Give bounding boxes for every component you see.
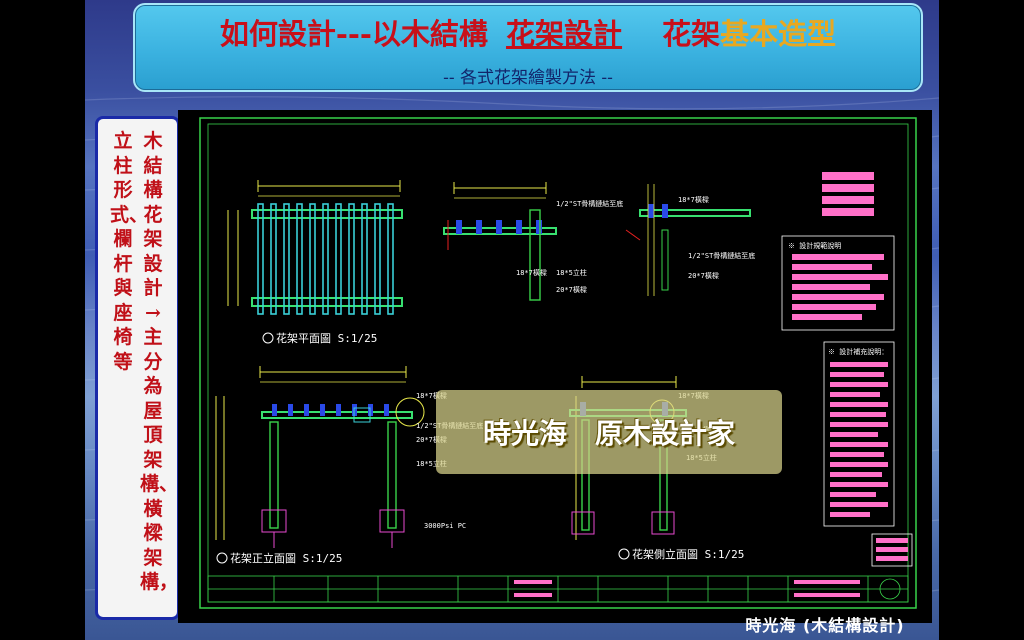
notes-box: ※ 設計補充說明： (823, 341, 913, 567)
side-text-column-2: 立柱形式、欄杆與座椅等 (110, 130, 149, 373)
side-elevation-label: 花架側立面圖 S:1/25 (632, 547, 744, 561)
front-note-3: 20*7橫樑 (416, 435, 447, 444)
page-subtitle: -- 各式花架繪製方法 -- (443, 68, 613, 88)
spec-box-title: ※ 設計規範說明 (788, 241, 841, 250)
page-title: 如何設計---以木結構 花架設計 花架基本造型 (135, 11, 921, 53)
watermark-box: 時光海 原木設計家 (436, 390, 782, 474)
section-note-1: 1/2"ST骨構鏈結至底 (556, 199, 623, 208)
section-note-2: 18*7橫樑 (516, 268, 547, 277)
plan-view-label: 花架平面圖 S:1/25 (276, 332, 377, 345)
front-note-5: 3000Psi PC (424, 522, 466, 530)
plan-view: 花架平面圖 S:1/25 (227, 180, 403, 345)
title-part3: 花架 (662, 17, 721, 51)
side-text-box: 木結構花架設計→主分為屋頂架構、橫樑架構， 立柱形式、欄杆與座椅等 (95, 116, 180, 620)
notes-title: ※ 設計補充說明： (828, 347, 888, 356)
detail-note-1: 18*7橫樑 (678, 195, 709, 204)
cad-drawing-svg: 花架平面圖 S:1/25 1/2"ST骨構鏈結至底 (199, 117, 917, 609)
slide: 如何設計---以木結構 花架設計 花架基本造型 -- 各式花架繪製方法 -- 木… (85, 0, 939, 640)
footer-caption: 時光海 (木結構設計) (745, 616, 905, 635)
section-note-3: 18*5立柱 (556, 268, 587, 277)
detail-note-2: 1/2"ST骨構鏈結至底 (688, 251, 755, 260)
cad-drawing: 花架平面圖 S:1/25 1/2"ST骨構鏈結至底 (178, 110, 932, 623)
title-part1: 如何設計---以木結構 (219, 17, 488, 51)
title-block (207, 575, 909, 603)
front-note-1: 18*7橫樑 (416, 391, 447, 400)
drawing-frame (199, 117, 917, 609)
section-note-4: 20*7橫樑 (556, 285, 587, 294)
front-elevation-label: 花架正立面圖 S:1/25 (230, 551, 342, 565)
watermark-text: 時光海 原木設計家 (482, 417, 735, 450)
section-view: 1/2"ST骨構鏈結至底 18*7橫樑 18*5立柱 20*7橫樑 (443, 182, 623, 301)
detail-note-3: 20*7橫樑 (688, 271, 719, 280)
detail-view: 18*7橫樑 1/2"ST骨構鏈結至底 20*7橫樑 (625, 184, 755, 296)
spec-box: ※ 設計規範說明 (781, 172, 895, 331)
title-banner: 如何設計---以木結構 花架設計 花架基本造型 -- 各式花架繪製方法 -- (133, 3, 923, 92)
side-text-column-1: 木結構花架設計→主分為屋頂架構、橫樑架構， (140, 130, 179, 593)
title-part2: 花架設計 (506, 17, 623, 51)
title-part4: 基本造型 (720, 17, 837, 51)
front-note-4: 18*5立柱 (416, 459, 447, 468)
